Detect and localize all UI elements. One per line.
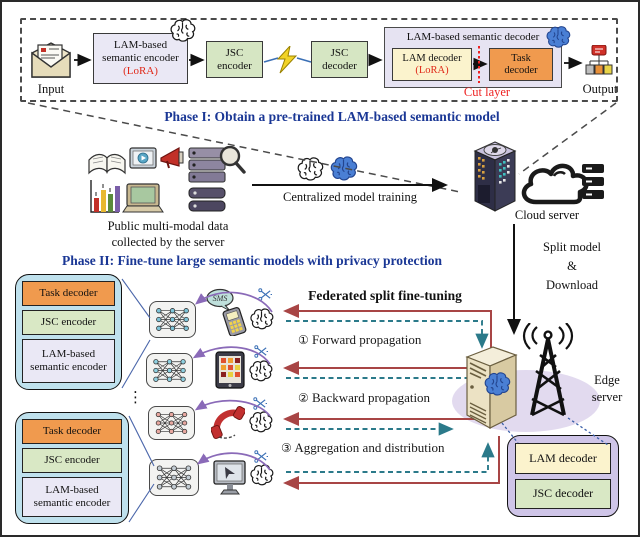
client-model-stack-2: Task decoder JSC encoder LAM-based seman…: [15, 412, 129, 524]
scissors-icon: [254, 450, 269, 463]
stack1-task-label: Task decoder: [39, 287, 98, 299]
step-2-number: ②: [298, 391, 309, 405]
split-model-line1: Split model: [543, 240, 601, 254]
sms-bubble-label: SMS: [213, 294, 228, 303]
lam-decoder-lora: (LoRA): [415, 64, 449, 76]
stack2-sem-line2: semantic encoder: [33, 497, 111, 509]
phase1-title: Phase I: Obtain a pre-trained LAM-based …: [164, 109, 500, 124]
brain-icon: [248, 359, 273, 382]
lam-decoder-box: LAM decoder (LoRA): [392, 48, 472, 81]
encoder-line1: LAM-based: [113, 39, 168, 51]
edge-lam-label: LAM decoder: [529, 450, 597, 465]
multimodal-data-collage: [88, 146, 246, 213]
input-label: Input: [37, 82, 65, 96]
client-model-stack-1: Task decoder JSC encoder LAM-based seman…: [15, 274, 122, 390]
edge-jsc-decoder: JSC decoder: [515, 478, 611, 509]
step-3-label: ③ Aggregation and distribution: [281, 440, 445, 455]
jsc-encoder-line1: JSC: [225, 46, 244, 59]
edge-brain-icon-blue: [483, 371, 511, 396]
tablet-icon: [215, 351, 245, 389]
brain-icon: [248, 410, 273, 433]
scissors-icon: [253, 397, 268, 410]
stack1-sem-line2: semantic encoder: [30, 361, 107, 373]
edge-jsc-label: JSC decoder: [532, 486, 594, 501]
stack2-jsc-label: JSC encoder: [44, 454, 100, 466]
jsc-encoder-box: JSC encoder: [206, 41, 263, 78]
scissors-icon: [254, 345, 269, 358]
stack1-jsc-encoder: JSC encoder: [22, 310, 115, 335]
lam-semantic-encoder-box: LAM-based semantic encoder (LoRA): [93, 33, 188, 84]
stack1-sem-line1: LAM-based: [41, 348, 96, 360]
client-nn-3: [148, 406, 195, 440]
cloud-server-tower-icon: [473, 141, 517, 212]
stack2-sem-line1: LAM-based: [45, 484, 99, 496]
encoder-lora: (LoRA): [123, 65, 158, 77]
phase2-title: Phase II: Fine-tune large semantic model…: [62, 253, 442, 268]
clients-ellipsis: ⋮: [128, 388, 143, 406]
monitor-icon: [213, 460, 246, 495]
client-nn-4: [149, 459, 199, 496]
task-decoder-line2: decoder: [504, 64, 538, 76]
stack2-task-decoder: Task decoder: [22, 419, 122, 444]
stack1-task-decoder: Task decoder: [22, 281, 115, 306]
edge-server-label-line1: Edge: [594, 373, 620, 387]
edge-server-label-line2: server: [591, 390, 623, 404]
stack2-sem-encoder: LAM-based semantic encoder: [22, 477, 122, 517]
encoder-line2: semantic encoder: [102, 52, 179, 64]
jsc-decoder-box: JSC decoder: [311, 41, 368, 78]
brain-icon: [249, 463, 274, 486]
input-envelope-icon: [31, 42, 71, 78]
jsc-encoder-line2: encoder: [217, 59, 252, 72]
step-1-number: ①: [298, 333, 309, 347]
output-icon: [585, 45, 613, 75]
step-2-label: ② Backward propagation: [298, 390, 431, 405]
cloud-server-label: Cloud server: [514, 208, 580, 222]
smartphone-sms-icon: SMS: [206, 288, 247, 336]
brain-icon: [249, 307, 274, 330]
phase1-pipeline-frame: [20, 18, 618, 102]
split-model-line3: Download: [545, 278, 599, 292]
edge-lam-decoder: LAM decoder: [515, 443, 611, 474]
step-1-label: ① Forward propagation: [298, 332, 422, 347]
data-caption-line2: collected by the server: [111, 235, 225, 249]
stack1-sem-encoder: LAM-based semantic encoder: [22, 339, 115, 383]
cut-layer-label: Cut layer: [463, 85, 511, 99]
task-decoder-line1: Task: [511, 52, 531, 64]
wireless-channel-icon: [263, 46, 312, 74]
client-nn-1: [149, 301, 196, 338]
stack1-jsc-label: JSC encoder: [40, 316, 97, 328]
jsc-decoder-line1: JSC: [330, 46, 349, 59]
task-decoder-box: Task decoder: [489, 48, 553, 81]
split-model-line2: &: [567, 259, 577, 273]
telephone-icon: [211, 405, 245, 439]
stack2-jsc-encoder: JSC encoder: [22, 448, 122, 473]
brain-icon-blue: [545, 25, 571, 48]
centralized-training-label: Centralized model training: [283, 190, 417, 204]
stack2-task-label: Task decoder: [42, 425, 102, 437]
lam-decoder-line1: LAM decoder: [402, 52, 462, 64]
client-nn-2: [146, 353, 193, 388]
cloud-and-racks-icon: [521, 163, 604, 205]
output-label: Output: [582, 82, 618, 96]
federated-split-title: Federated split fine-tuning: [308, 288, 462, 303]
brain-icon: [169, 18, 196, 42]
antenna-tower-icon: [522, 323, 574, 417]
brain-icon: [296, 156, 324, 181]
brain-icon-blue: [329, 155, 358, 181]
edge-decoder-stack: LAM decoder JSC decoder: [507, 435, 619, 517]
semantic-decoder-title: LAM-based semantic decoder: [406, 31, 540, 43]
scissors-icon: [258, 288, 273, 301]
step-3-number: ③: [281, 441, 292, 455]
data-caption-line1: Public multi-modal data: [107, 219, 229, 233]
jsc-decoder-line2: decoder: [322, 59, 357, 72]
